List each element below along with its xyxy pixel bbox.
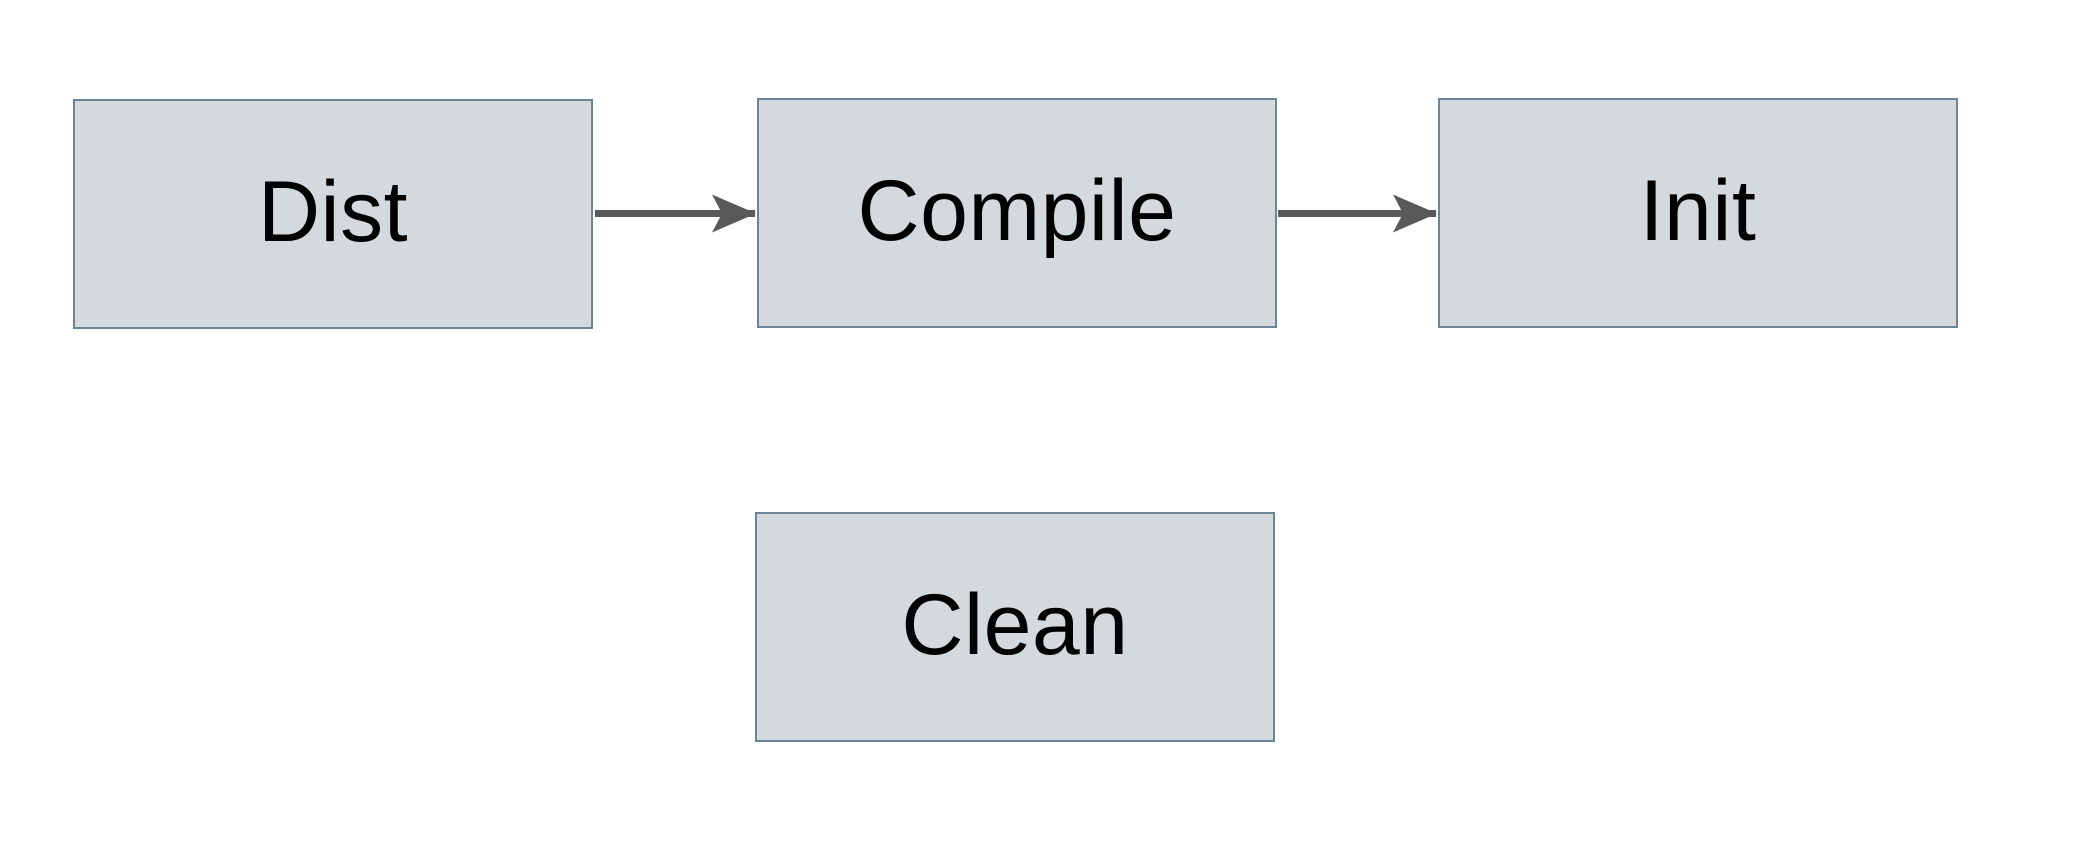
node-dist-label: Dist xyxy=(257,164,409,260)
node-clean-label: Clean xyxy=(901,577,1129,673)
node-init-label: Init xyxy=(1639,163,1757,259)
node-compile[interactable]: Compile xyxy=(757,98,1277,328)
node-clean[interactable]: Clean xyxy=(755,512,1275,742)
node-compile-label: Compile xyxy=(857,163,1177,259)
node-init[interactable]: Init xyxy=(1438,98,1958,328)
node-dist[interactable]: Dist xyxy=(73,99,593,329)
